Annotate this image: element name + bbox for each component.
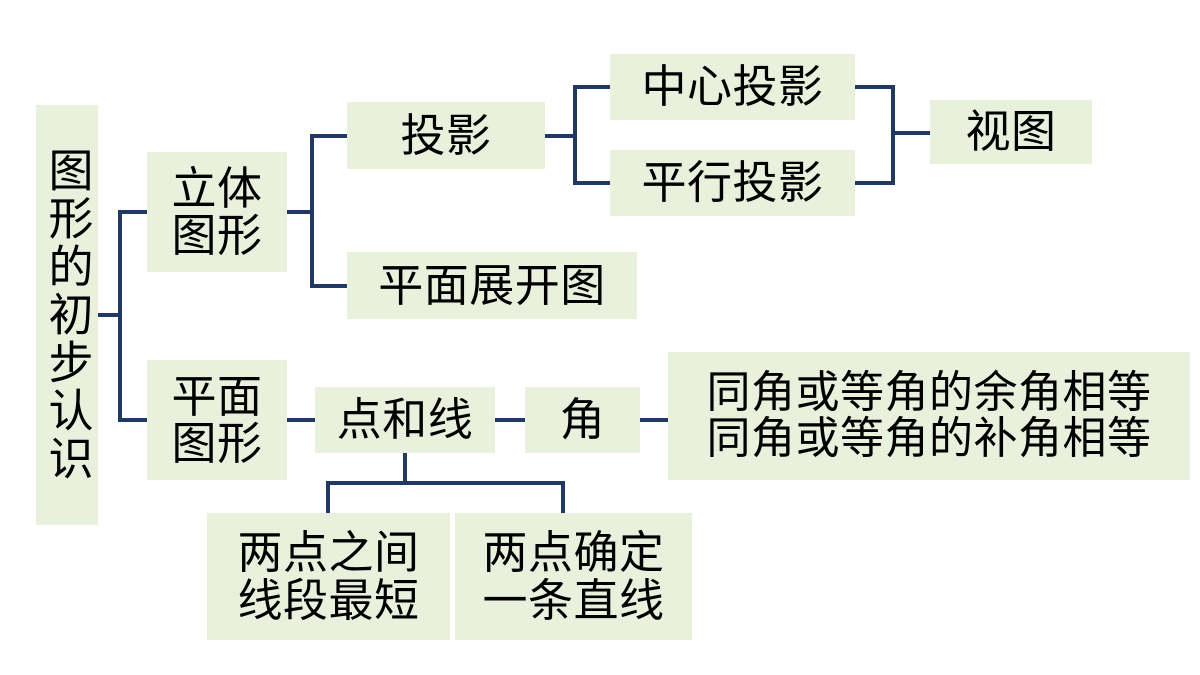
node-angle-theorems[interactable]: 同角或等角的余角相等 同角或等角的补角相等 (668, 352, 1190, 480)
node-root[interactable]: 图形的初步认识 (36, 105, 98, 525)
node-point-and-line[interactable]: 点和线 (315, 387, 495, 453)
node-shortest-segment[interactable]: 两点之间 线段最短 (207, 513, 450, 640)
node-solid-shape[interactable]: 立体 图形 (147, 152, 287, 272)
node-central-projection[interactable]: 中心投影 (610, 54, 855, 120)
node-parallel-projection[interactable]: 平行投影 (610, 150, 855, 216)
node-projection[interactable]: 投影 (347, 102, 545, 169)
node-plane-shape[interactable]: 平面 图形 (147, 360, 287, 480)
node-angle[interactable]: 角 (525, 387, 640, 453)
node-view[interactable]: 视图 (930, 100, 1092, 164)
node-unfolded-plane[interactable]: 平面展开图 (347, 252, 637, 319)
node-two-points-line[interactable]: 两点确定 一条直线 (455, 513, 692, 640)
